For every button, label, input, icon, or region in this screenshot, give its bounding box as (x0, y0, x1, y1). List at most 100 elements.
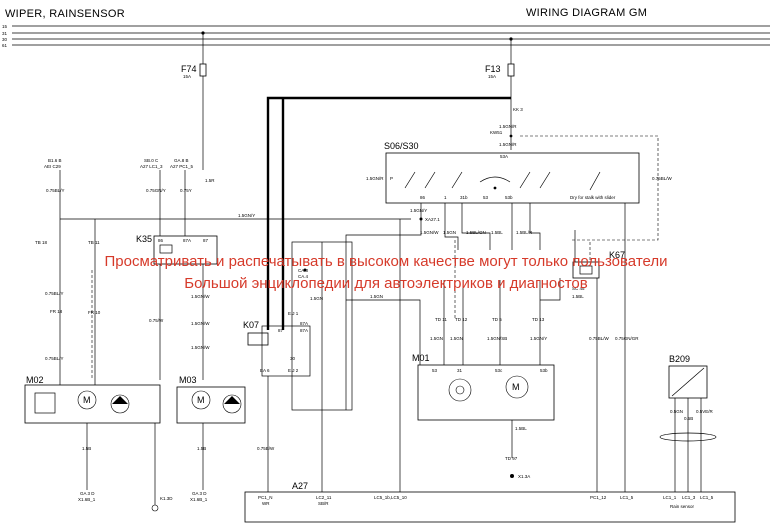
svg-text:LC1_3: LC1_3 (682, 495, 696, 500)
svg-text:E.J 2: E.J 2 (288, 368, 299, 373)
svg-text:87A: 87A (300, 321, 308, 326)
svg-text:TD 12: TD 12 (455, 317, 468, 322)
a27-body (244, 491, 736, 523)
svg-text:1.5GN/Y: 1.5GN/Y (410, 208, 427, 213)
a27-connector: A27 PC1_N WR LC2_11 SB/R LC5_1b,LC5_10 P… (244, 219, 736, 523)
svg-text:SB/R: SB/R (318, 501, 329, 506)
svg-text:1.5BL: 1.5BL (491, 230, 503, 235)
svg-text:TD 97: TD 97 (505, 456, 518, 461)
svg-text:LC1_1: LC1_1 (663, 495, 677, 500)
svg-text:X1.6B_1: X1.6B_1 (78, 497, 96, 502)
svg-text:TD 13: TD 13 (532, 317, 545, 322)
fuse-f13: F13 15A KK 3 1.5GN/R KW51 1.5GN/R (485, 39, 523, 150)
diagram-title: WIPER, RAINSENSOR (5, 8, 125, 20)
svg-text:1.5GN: 1.5GN (443, 230, 456, 235)
svg-text:B1.6 B: B1.6 B (48, 158, 62, 163)
m01-motor: M01 53 31 53c 53b M 1.5BL TD 97 X1.3A (412, 353, 555, 479)
m03-branch: M03 M 1.5B GA 3 D X1.6B_1 K1.3D (151, 375, 246, 512)
power-buses: 15 31 30 61 (2, 24, 770, 48)
svg-text:GA 3 D: GA 3 D (80, 491, 95, 496)
svg-text:KK 3: KK 3 (513, 107, 523, 112)
svg-text:1.5GN: 1.5GN (310, 296, 323, 301)
k35-relay: K35 86 87A 87 0.75/W 1.5GN/W 1.5GN/W 1.5… (136, 234, 218, 380)
svg-text:K1.3D: K1.3D (160, 496, 173, 501)
svg-text:1.5GN: 1.5GN (370, 294, 383, 299)
svg-text:31: 31 (457, 368, 463, 373)
svg-text:KW51: KW51 (490, 130, 503, 135)
svg-text:1.5GN/R: 1.5GN/R (366, 176, 384, 181)
svg-text:TB 11: TB 11 (88, 240, 100, 245)
svg-text:LC1_5: LC1_5 (700, 495, 714, 500)
fuse-f74: F74 15A 1.5R (181, 33, 215, 183)
svg-text:TD 5: TD 5 (492, 317, 502, 322)
wire-gn-y: 1.5GN/Y (59, 213, 411, 251)
svg-text:M: M (197, 395, 205, 405)
k07-relay: K07 87 87A 30 0.75B/W EA 6 E.J 2 E.J 1 8… (243, 311, 311, 492)
svg-text:1.5BL: 1.5BL (515, 426, 527, 431)
svg-text:53: 53 (432, 368, 438, 373)
svg-text:1.5GN/R: 1.5GN/R (499, 124, 517, 129)
fuse-f13-rating: 15A (488, 74, 496, 79)
svg-text:0.75B/W: 0.75B/W (257, 446, 275, 451)
svg-text:PC1_12: PC1_12 (590, 495, 607, 500)
watermark-line-1: Просматривать и распечатывать в высоком … (104, 253, 667, 270)
svg-text:86: 86 (158, 238, 164, 243)
svg-text:X1.3A: X1.3A (518, 474, 530, 479)
svg-text:0.5VE/R: 0.5VE/R (696, 409, 714, 414)
component-k07: K07 (243, 320, 259, 330)
fuse-f13-label: F13 (485, 64, 501, 74)
svg-text:86: 86 (420, 195, 426, 200)
svg-text:SC 45: SC 45 (572, 286, 585, 291)
svg-text:30: 30 (290, 356, 296, 361)
component-m02: M02 (26, 375, 44, 385)
component-b209: B209 (669, 354, 690, 364)
svg-text:P: P (390, 176, 393, 181)
svg-text:0.75BL/Y: 0.75BL/Y (46, 188, 65, 193)
svg-text:SB.0 C: SB.0 C (144, 158, 159, 163)
svg-text:WR: WR (262, 501, 270, 506)
svg-text:53b: 53b (540, 368, 548, 373)
svg-text:1.5BL/GN: 1.5BL/GN (466, 230, 486, 235)
svg-text:0.75BL/W: 0.75BL/W (652, 176, 673, 181)
svg-text:1: 1 (444, 195, 447, 200)
svg-text:A27 LC1_3: A27 LC1_3 (140, 164, 163, 169)
bus-label-61: 61 (2, 43, 8, 48)
svg-text:Dry for stalk with slider: Dry for stalk with slider (570, 195, 616, 200)
center-junction: CA.3 CA.4 1.5GN (291, 241, 353, 492)
svg-text:1.5GN/W: 1.5GN/W (191, 294, 210, 299)
svg-text:XA27.1: XA27.1 (425, 217, 440, 222)
svg-text:1.5GN/SB: 1.5GN/SB (487, 336, 507, 341)
svg-text:TD 11: TD 11 (435, 317, 447, 322)
svg-text:A27 PC1_5: A27 PC1_5 (170, 164, 194, 169)
svg-text:87: 87 (278, 328, 284, 333)
m02-branch: TB 18 TB 11 0.75BL/Y FR 18 FR 10 0.75BL/… (24, 219, 161, 502)
component-k35: K35 (136, 234, 152, 244)
svg-text:FR 18: FR 18 (50, 309, 63, 314)
svg-text:0.75/W: 0.75/W (149, 318, 164, 323)
svg-text:1.5BL: 1.5BL (572, 294, 584, 299)
svg-text:31b: 31b (460, 195, 468, 200)
watermark-line-2: Большой энциклопедии для автоэлектриков … (184, 275, 587, 292)
svg-text:CA.4: CA.4 (298, 274, 309, 279)
component-m03: M03 (179, 375, 197, 385)
svg-text:1.5BL/R: 1.5BL/R (516, 230, 533, 235)
bus-label-30: 30 (2, 37, 8, 42)
left-connector-labels: B1.6 B AEI C29 0.75BL/Y SB.0 C A27 LC1_3… (44, 158, 194, 244)
diagram-subtitle: WIRING DIAGRAM GM (526, 7, 647, 19)
svg-text:0.5B: 0.5B (684, 416, 693, 421)
svg-text:53c: 53c (495, 368, 503, 373)
svg-text:87: 87 (203, 238, 209, 243)
svg-text:LC1_5: LC1_5 (620, 495, 634, 500)
s06-s30-switch: S06/S30 53A 1.5GN/R P 86 1 31b 53 53b Dr… (366, 141, 673, 204)
fuse-f74-rating: 15A (183, 74, 191, 79)
component-k67: K67 (609, 250, 625, 260)
svg-text:53A: 53A (500, 154, 508, 159)
svg-text:0.75BL/W: 0.75BL/W (589, 336, 610, 341)
svg-text:X1.6B_1: X1.6B_1 (190, 497, 208, 502)
svg-text:1.5GN/W: 1.5GN/W (191, 345, 210, 350)
svg-text:1.5B: 1.5B (82, 446, 91, 451)
svg-text:1.5GN/Y: 1.5GN/Y (530, 336, 547, 341)
m01-body (417, 364, 555, 421)
